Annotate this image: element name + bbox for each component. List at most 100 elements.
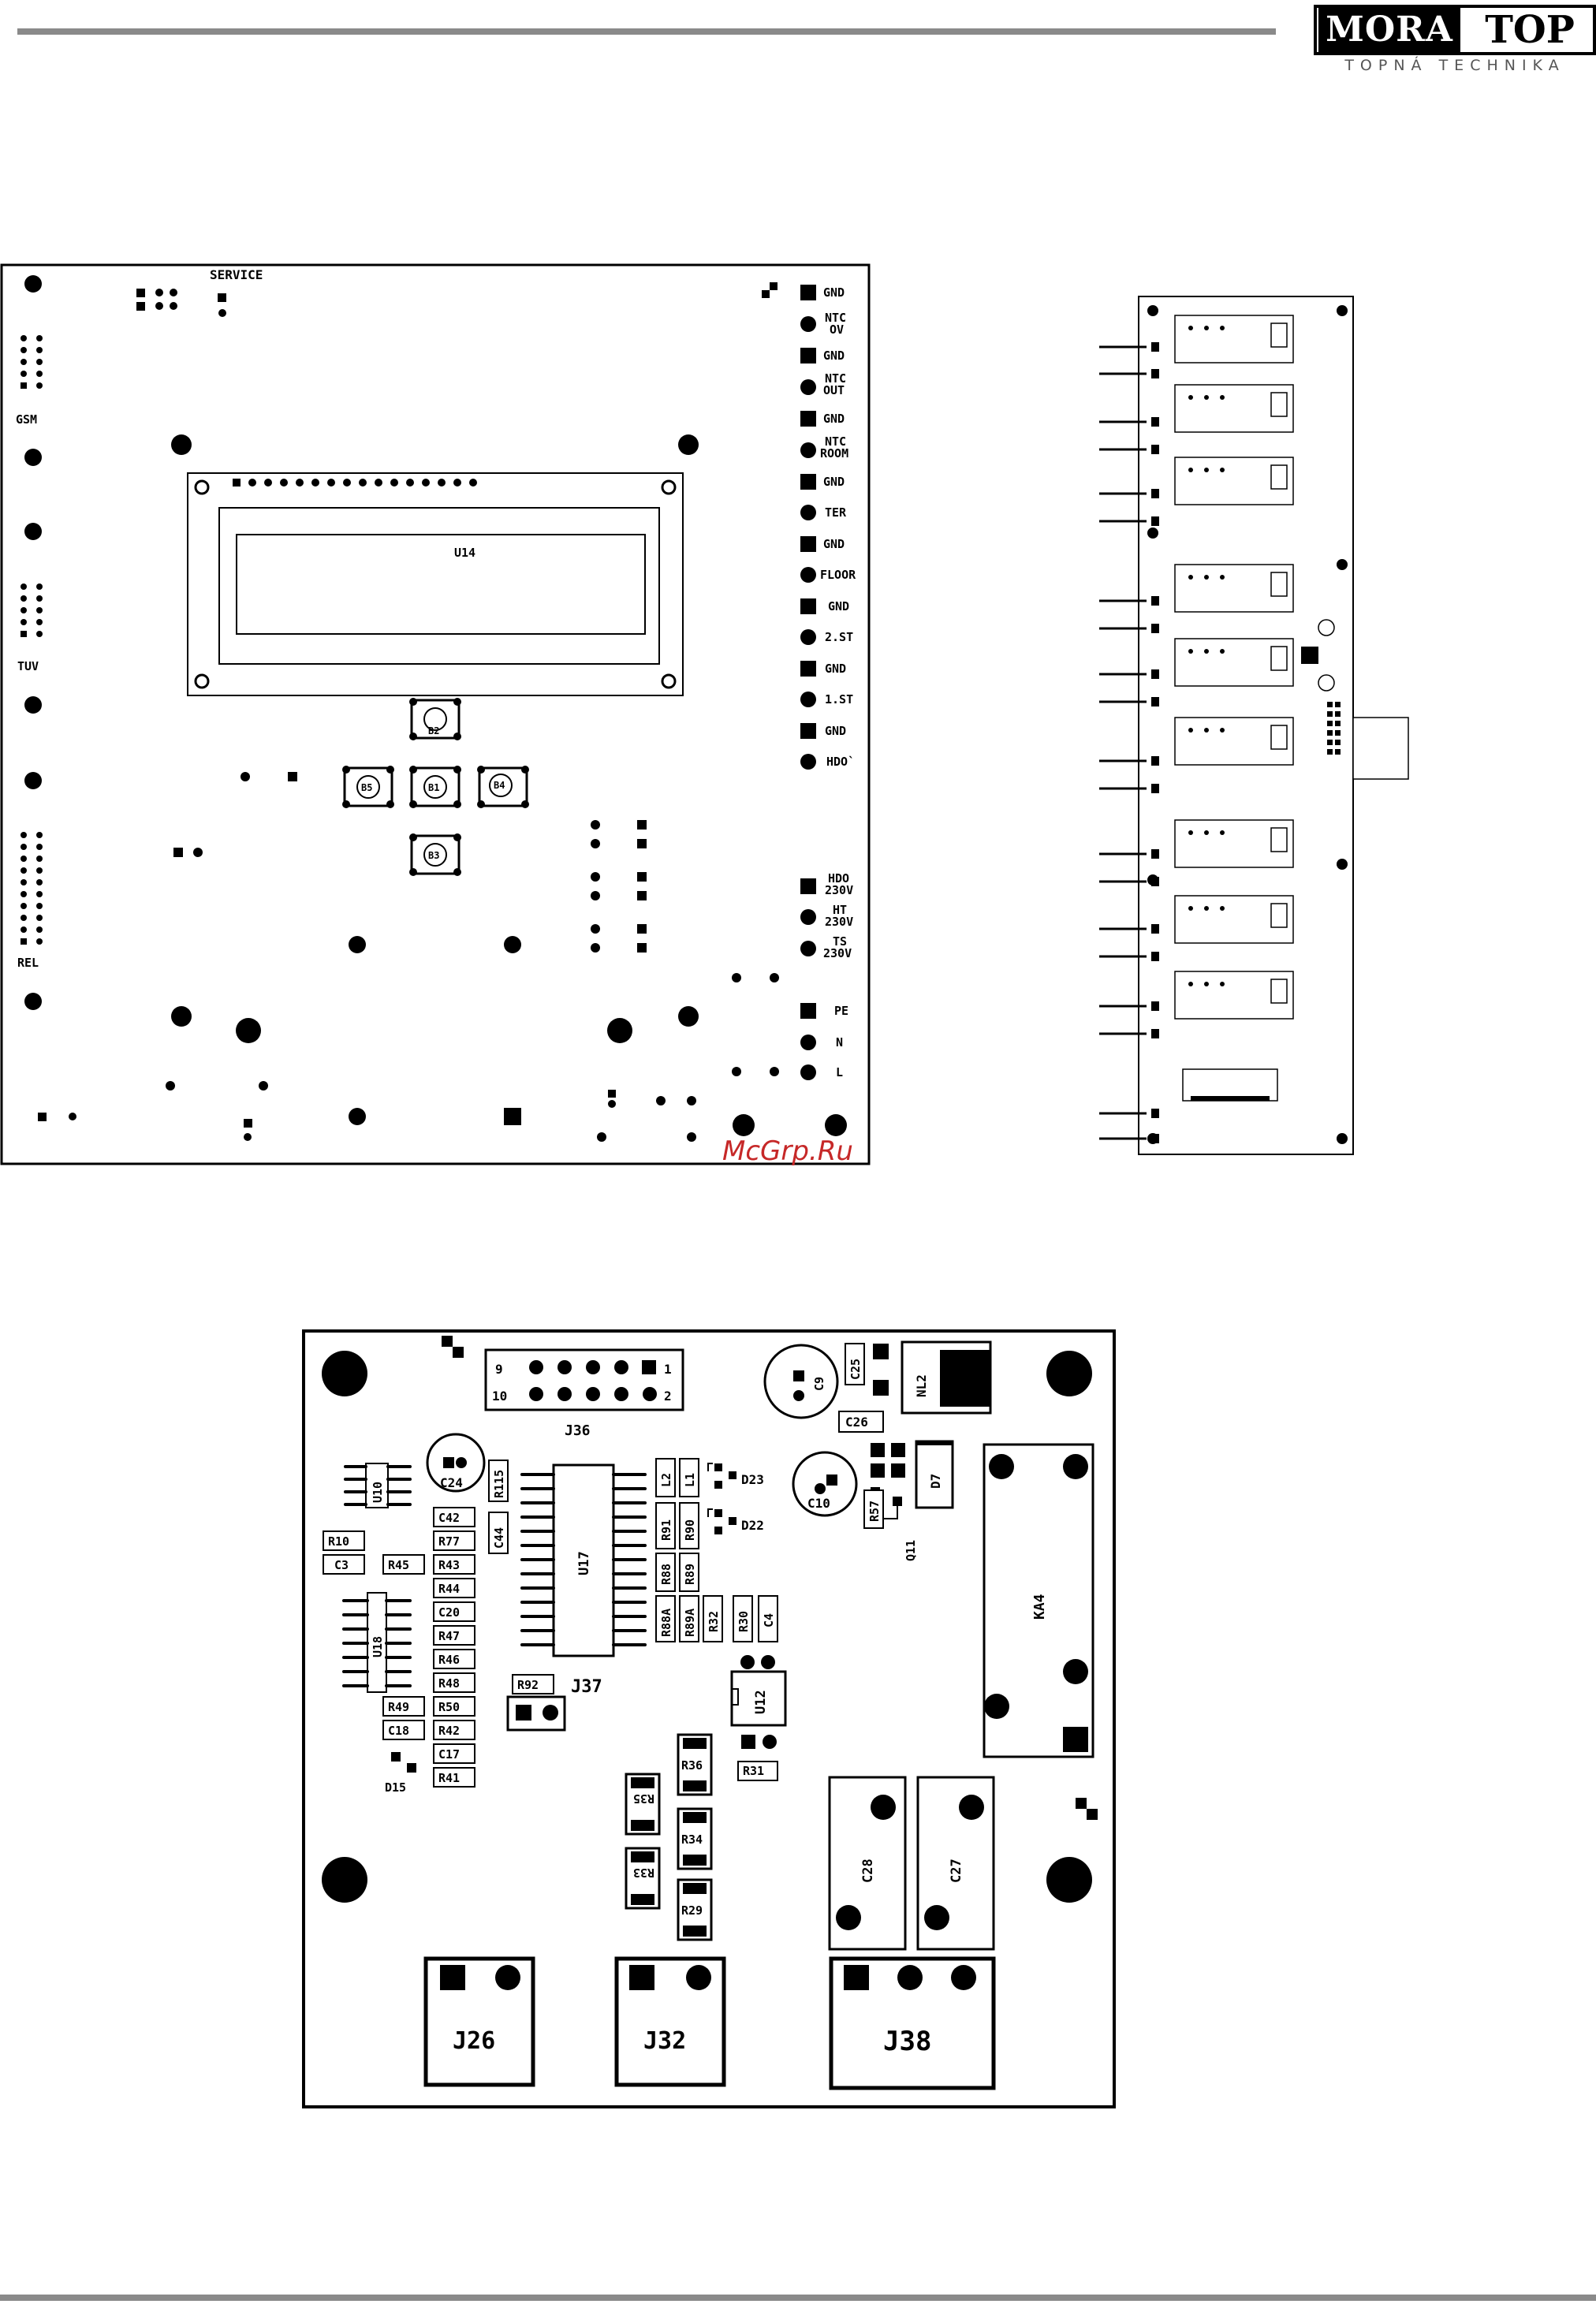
power-terminal-sublabel: 230V (825, 915, 853, 929)
r92-label: R92 (517, 1678, 539, 1692)
c27-label: C27 (949, 1858, 964, 1883)
j36-pin-9: 9 (495, 1362, 503, 1377)
terminal-label: GND (828, 599, 849, 613)
terminal-label: NTC (825, 311, 846, 325)
c10-label: C10 (807, 1496, 830, 1511)
r89-label: R89 (683, 1564, 697, 1585)
button-b5-label: B5 (361, 782, 372, 793)
r90-label: R90 (683, 1519, 697, 1541)
terminal-label: GND (823, 537, 845, 551)
j36-pin-2: 2 (664, 1389, 672, 1404)
c4-label: C4 (762, 1613, 776, 1627)
j38-label: J38 (883, 2026, 931, 2057)
c26-label: C26 (845, 1415, 868, 1430)
r45-label: R45 (388, 1558, 409, 1572)
power-terminal-label: HT (833, 903, 847, 917)
logo-tagline: TOPNÁ TECHNIKA (1344, 57, 1565, 74)
d7-label: D7 (928, 1474, 943, 1489)
j36-label: J36 (565, 1422, 591, 1439)
d23-label: D23 (741, 1472, 764, 1487)
button-b2-footprint (409, 698, 461, 740)
u12-label: U12 (753, 1690, 769, 1714)
terminal-label: NTC (825, 434, 846, 449)
terminal-label: GND (823, 412, 845, 426)
power-terminal-sublabel: 230V (825, 883, 853, 897)
j26-label: J26 (453, 2027, 495, 2055)
watermark: McGrp.Ru (722, 1135, 853, 1167)
part-label: R48 (438, 1676, 460, 1691)
j36-pin-1: 1 (664, 1362, 672, 1377)
button-b2-label: B2 (428, 725, 439, 736)
r31-label: R31 (743, 1764, 764, 1778)
ka4-label: KA4 (1031, 1594, 1048, 1620)
part-label: R41 (438, 1771, 460, 1785)
c3-label: C3 (334, 1558, 349, 1572)
terminal-label: GND (823, 285, 845, 300)
j37-label: J37 (571, 1677, 602, 1697)
part-label: C42 (438, 1511, 460, 1525)
terminal-sublabel: OV (830, 322, 844, 337)
power-terminal-label: L (836, 1065, 843, 1079)
r34-label: R34 (681, 1832, 703, 1847)
c18-label: C18 (388, 1724, 409, 1738)
c28-label: C28 (860, 1858, 876, 1883)
power-terminal-label: HDO (828, 871, 849, 885)
button-b1-label: B1 (428, 782, 439, 793)
l2-label: L2 (659, 1473, 673, 1487)
nl2-label: NL2 (914, 1374, 929, 1397)
r57-label: R57 (867, 1501, 882, 1522)
u17-label: U17 (576, 1551, 592, 1575)
c25-label: C25 (848, 1359, 863, 1380)
power-terminal-label: PE (834, 1004, 848, 1018)
part-label: R77 (438, 1534, 460, 1549)
footer-rule (0, 2295, 1596, 2301)
terminal-label: 1.ST (825, 692, 853, 706)
terminal-label: HDO` (826, 755, 855, 769)
power-board-diagram: 9 1 10 2 J36 C26 C24 C10 D23 D22 C42 R77… (302, 1329, 1116, 2108)
terminal-label: GND (825, 724, 846, 738)
r36-label: R36 (681, 1758, 703, 1773)
d15-label: D15 (385, 1780, 406, 1795)
button-b4-label: B4 (494, 780, 505, 791)
part-label: C17 (438, 1747, 460, 1762)
brand-logo: MORA TOP TOPNÁ TECHNIKA (1314, 5, 1596, 76)
terminal-label: 2.ST (825, 630, 853, 644)
r115-label: R115 (492, 1470, 506, 1498)
part-label: R43 (438, 1558, 460, 1572)
terminal-sublabel: OUT (823, 383, 845, 397)
u10-label: U10 (371, 1482, 385, 1503)
c24-label: C24 (440, 1475, 463, 1490)
logo-top: TOP (1485, 8, 1575, 52)
part-label: R42 (438, 1724, 460, 1738)
power-terminal-sublabel: 230V (823, 946, 852, 960)
display-label: U14 (454, 546, 475, 560)
r91-label: R91 (659, 1519, 673, 1541)
terminal-label: GND (823, 475, 845, 489)
terminal-label: FLOOR (820, 568, 856, 582)
j32-label: J32 (643, 2027, 686, 2055)
part-label: R50 (438, 1700, 460, 1714)
terminal-label: TER (825, 505, 847, 520)
r88-label: R88 (659, 1564, 673, 1585)
terminal-sublabel: ROOM (820, 446, 848, 460)
header-rule (17, 28, 1276, 35)
q11-label: Q11 (904, 1540, 918, 1561)
button-b3-label: B3 (428, 850, 439, 861)
tuv-label: TUV (17, 659, 39, 673)
r35-label: R35 (633, 1791, 654, 1806)
terminal-label: GND (825, 662, 846, 676)
rel-label: REL (17, 956, 39, 970)
power-terminal-label: N (836, 1035, 843, 1049)
u18-label: U18 (371, 1636, 385, 1657)
terminal-label: NTC (825, 371, 846, 386)
r29-label: R29 (681, 1903, 703, 1918)
service-label: SERVICE (210, 267, 263, 282)
c44-label: C44 (492, 1527, 506, 1549)
r88a-label: R88A (659, 1609, 673, 1637)
part-label: C20 (438, 1605, 460, 1620)
logo-mora: MORA (1318, 8, 1460, 52)
r49-label: R49 (388, 1700, 409, 1714)
r30-label: R30 (736, 1611, 751, 1632)
r89a-label: R89A (683, 1609, 697, 1637)
l1-label: L1 (683, 1473, 697, 1487)
